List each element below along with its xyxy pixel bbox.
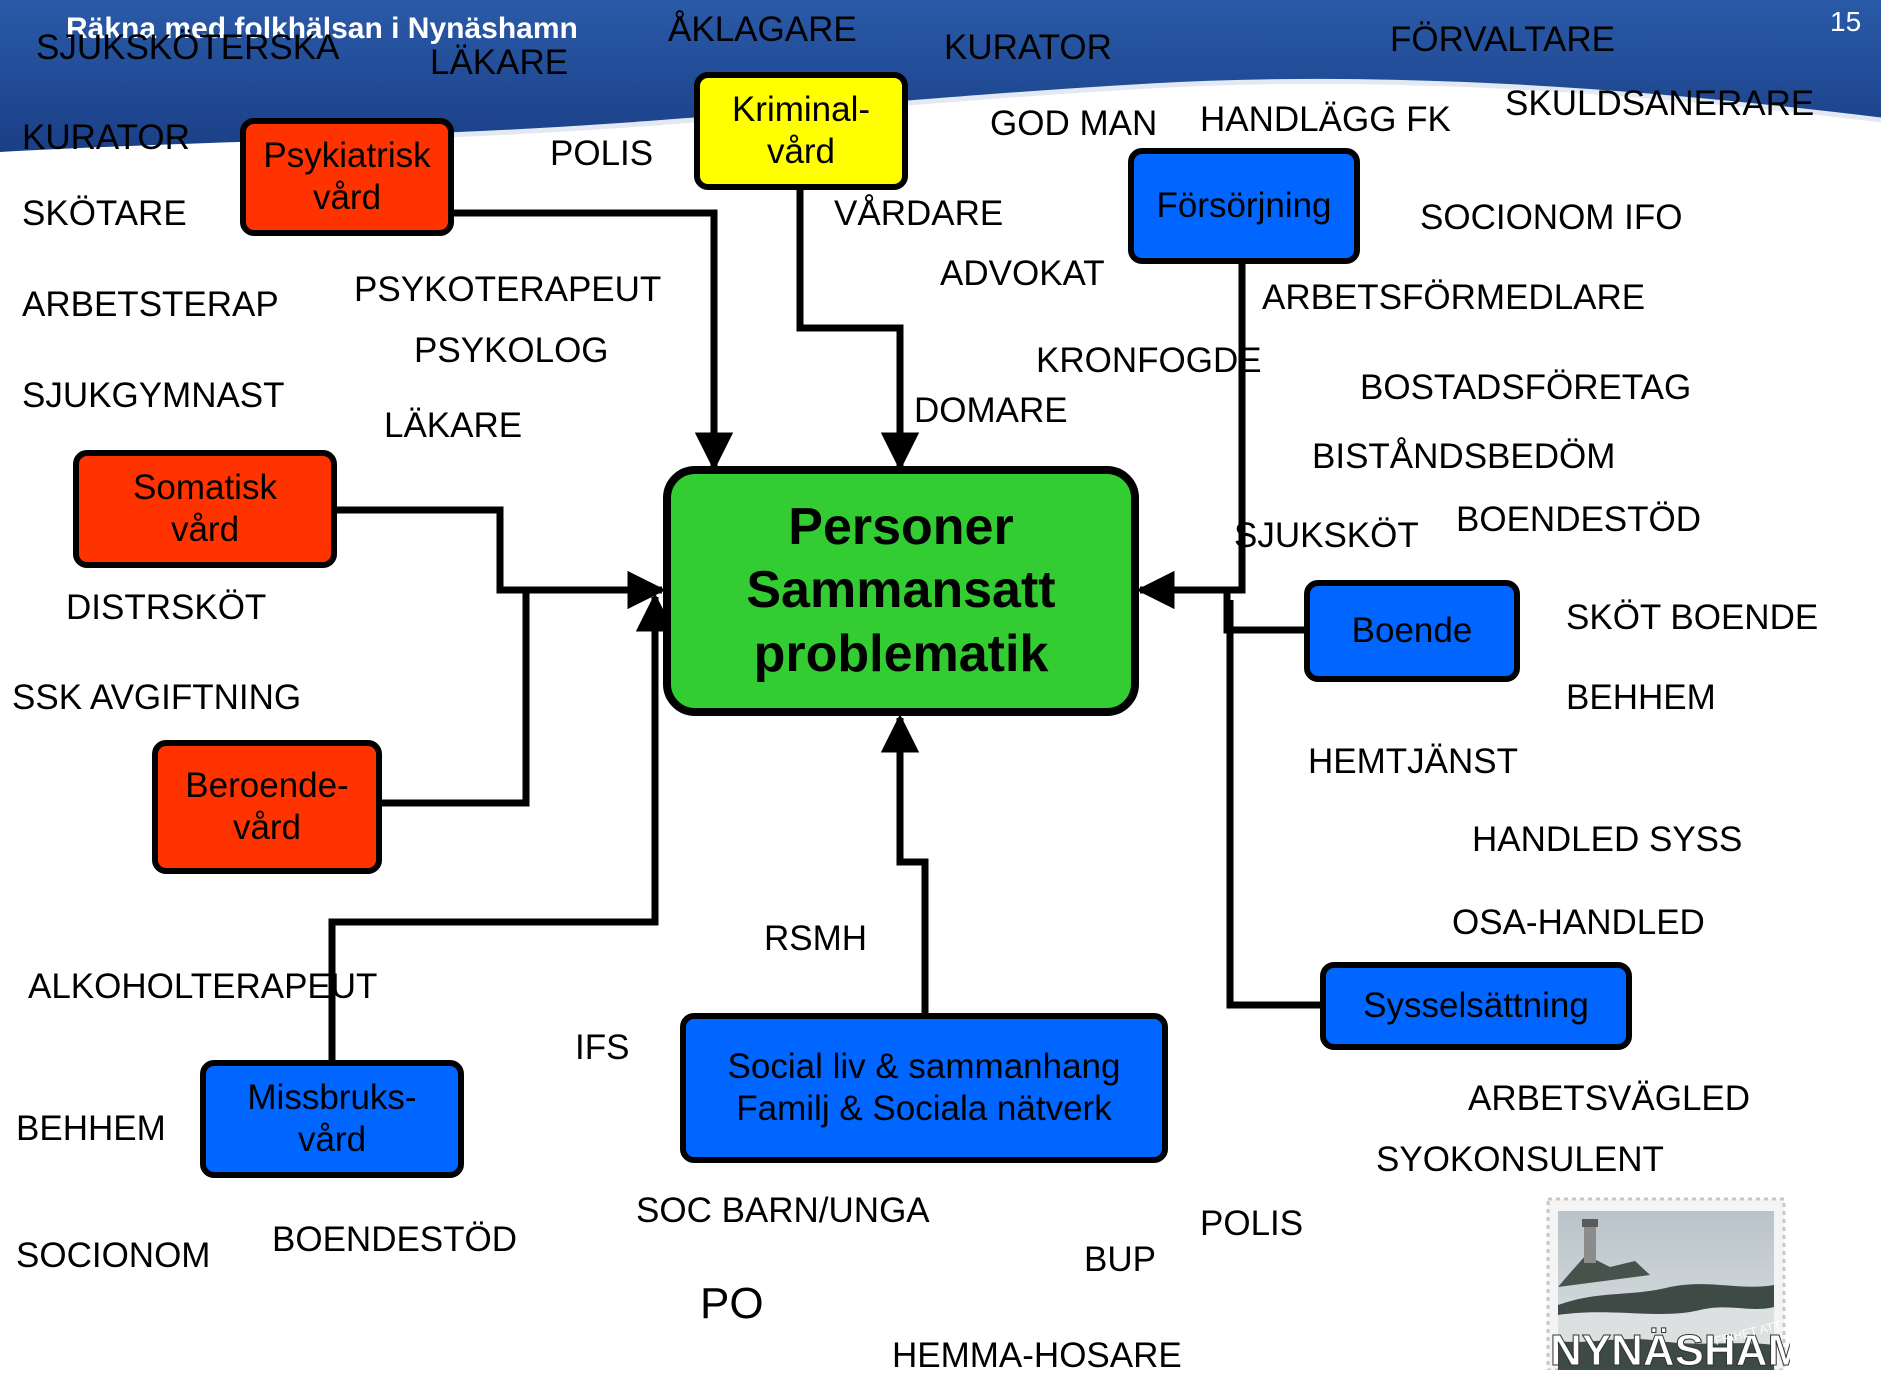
role-label: KURATOR [22,118,190,157]
node-label: Boende [1351,611,1473,650]
node-label: Kriminal- vård [731,90,871,171]
role-label: DOMARE [914,391,1068,430]
role-label: GOD MAN [990,104,1158,143]
connector-kriminal [796,190,920,471]
node-label: Somatisk vård [133,468,277,549]
role-label: SOC BARN/UNGA [636,1191,930,1230]
node-boende: Boende [1304,580,1520,682]
role-label: BOENDESTÖD [1456,500,1702,539]
role-label: ARBETSVÄGLED [1468,1079,1751,1118]
node-somatisk-vard: Somatisk vård [73,450,337,568]
node-sysselsattning: Sysselsättning [1320,962,1632,1050]
role-label: PSYKOTERAPEUT [354,270,662,309]
role-label: SOCIONOM [16,1236,211,1275]
role-label: KRONFOGDE [1036,341,1262,380]
role-label: SJUKSKÖTERSKA [36,28,340,67]
role-label: RSMH [764,919,868,958]
role-label: SJUKSKÖT [1234,516,1419,555]
role-label: BOENDESTÖD [272,1220,518,1259]
role-label: HANDLED SYSS [1472,820,1743,859]
role-label: BOSTADSFÖRETAG [1360,368,1692,407]
header-title: Räkna med folkhälsan i Nynäshamn [66,12,578,45]
connector-sysselsattning [1226,600,1326,1009]
role-label: DISTRSKÖT [66,588,267,627]
role-label: KURATOR [944,28,1112,67]
node-psykiatrisk-vard: Psykiatrisk vård [240,118,454,236]
center-node-label: Personer Sammansatt problematik [746,497,1056,683]
role-label: POLIS [1200,1204,1304,1243]
role-label: SJUKGYMNAST [22,376,285,415]
node-label: Missbruks- vård [247,1078,417,1159]
role-label: ALKOHOLTERAPEUT [28,967,378,1006]
role-label: HANDLÄGG FK [1200,100,1451,139]
role-label: SKÖT BOENDE [1566,598,1819,637]
center-node-personer: Personer Sammansatt problematik [663,466,1139,716]
role-label: ADVOKAT [940,254,1105,293]
role-label: OSA-HANDLED [1452,903,1705,942]
header-band [0,0,1881,152]
node-label: Sysselsättning [1363,986,1589,1025]
role-label: LÄKARE [430,43,569,82]
role-label: HEMTJÄNST [1308,742,1518,781]
connector-beroende [380,590,530,807]
node-beroendevard: Beroende- vård [152,740,382,874]
role-label: SYOKONSULENT [1376,1140,1664,1179]
page-number: 15 [1830,6,1862,37]
role-label: HEMMA-HOSARE [892,1336,1182,1375]
role-label: VÅRDARE [834,194,1004,233]
nynashamn-stamp-image: NYNÄSHAMN FRIHET ATT [1546,1197,1790,1370]
connector-psykiatrisk [452,209,734,471]
role-label: ARBETSTERAP [22,285,279,324]
stamp-text: NYNÄSHAMN [1550,1326,1790,1370]
role-label: BISTÅNDSBEDÖM [1312,437,1616,476]
node-kriminalvard: Kriminal- vård [694,72,908,190]
role-label: ARBETSFÖRMEDLARE [1262,278,1646,317]
role-label: SOCIONOM IFO [1420,198,1683,237]
role-label: POLIS [550,134,654,173]
node-missbruksvard: Missbruks- vård [200,1060,464,1178]
role-label: BEHHEM [16,1109,166,1148]
role-label: BEHHEM [1566,678,1716,717]
role-label: ÅKLAGARE [668,10,857,49]
node-forsorjning: Försörjning [1128,148,1360,264]
node-label: Psykiatrisk vård [263,136,431,217]
role-label: SKÖTARE [22,194,187,233]
role-label: SSK AVGIFTNING [12,678,302,717]
node-social-liv: Social liv & sammanhang Familj & Sociala… [680,1013,1168,1163]
role-label: FÖRVALTARE [1390,20,1615,59]
node-label: Social liv & sammanhang Familj & Sociala… [727,1047,1121,1128]
node-label: Beroende- vård [185,766,349,847]
role-label: SKULDSANERARE [1505,84,1815,123]
connector-boende [1223,590,1310,634]
role-label: LÄKARE [384,406,523,445]
connector-social [880,714,929,1015]
role-label: PSYKOLOG [414,331,609,370]
role-label: PO [700,1279,764,1328]
connector-missbruk [328,593,675,1065]
connector-somatisk [334,506,666,610]
connector-forsorjning [1136,262,1246,610]
role-label: IFS [575,1028,630,1067]
node-label: Försörjning [1156,186,1332,225]
role-label: BUP [1084,1240,1156,1279]
